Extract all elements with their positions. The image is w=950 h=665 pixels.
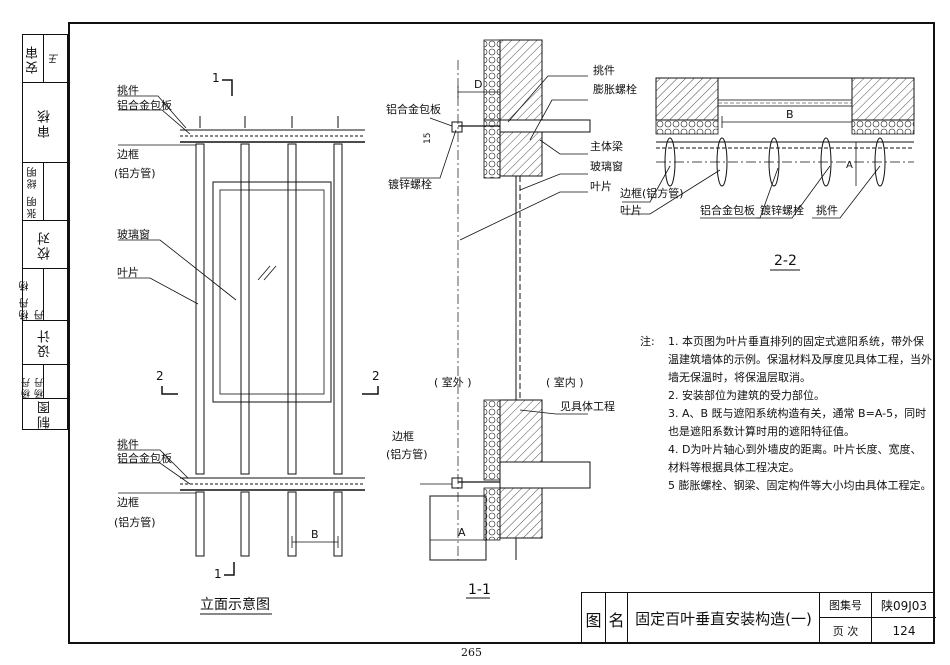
notes-block: 注: 1. 本页图为叶片垂直排列的固定式遮阳系统，带外保温建筑墙体的示例。保温材… (640, 333, 932, 495)
elev-label-tiaojian: 挑件 (117, 83, 139, 97)
s11-dim-15: 15 (423, 133, 433, 144)
s11-label-duxin: 镀锌螺栓 (388, 177, 432, 191)
sig-cell-shenhe: 审核 (23, 83, 67, 163)
s11-label-lvfangguan: (铝方管) (386, 447, 428, 461)
elevation-caption: 立面示意图 (200, 596, 270, 613)
s11-label-pengzhang: 膨胀螺栓 (593, 82, 637, 96)
section-mark-1-bottom: 1 (214, 567, 222, 581)
tb-ming: 名 (606, 593, 628, 644)
s11-label-yepian: 叶片 (590, 180, 612, 193)
elev-label-lvbanban-2: 铝合金包板 (117, 451, 172, 465)
s11-label-boli: 玻璃窗 (590, 159, 623, 173)
s11-label-shiwai: ( 室外 ) (434, 375, 472, 389)
sig-cell-zhang: 张明 総明 (23, 163, 67, 221)
tb-page-no: 124 (892, 624, 916, 638)
section-mark-2-right: 2 (372, 369, 380, 383)
s22-label-duxin: 镀锌螺栓 (760, 203, 804, 217)
elevation-view: 1 1 2 2 (114, 71, 380, 615)
section-2-2-view: B A 边框(铝方管) 叶片 铝合金包板 镀锌螺栓 挑件 2-2 (620, 77, 915, 271)
s22-dim-B: B (786, 108, 794, 121)
s11-label-zhutiliang: 主体梁 (590, 139, 623, 153)
s11-dim-D: D (474, 78, 482, 91)
s11-label-biankuang: 边框 (392, 430, 414, 443)
signature-block: 安审 王 审核 张明 総明 校对 杨丹 杨丹 设计 杨丹 杨丹 制图 (20, 34, 68, 430)
elev-label-lvbanban: 铝合金包板 (117, 98, 172, 112)
sig-cell-jiaodui: 校对 (23, 221, 67, 269)
note-item: 1. 本页图为叶片垂直排列的固定式遮阳系统，带外保温建筑墙体的示例。保温材料及厚… (668, 335, 932, 384)
section-mark-2-left: 2 (156, 369, 164, 383)
sig-cell-anshen: 安审 王 (23, 35, 67, 83)
s11-label-jianjuti: 见具体工程 (560, 399, 615, 413)
elev-dim-B: B (311, 528, 319, 541)
section-1-1-caption: 1-1 (468, 582, 491, 598)
note-item: 3. A、B 既与遮阳系统构造有关，通常 B=A-5，同时也是遮阳系数计算时用的… (668, 407, 927, 438)
s11-label-lvbanban: 铝合金包板 (386, 102, 441, 116)
note-item: 2. 安装部位为建筑的受力部位。 (668, 389, 825, 402)
tb-page-label: 页 次 (820, 618, 872, 644)
notes-list: 1. 本页图为叶片垂直排列的固定式遮阳系统，带外保温建筑墙体的示例。保温材料及厚… (640, 333, 932, 495)
elev-label-lvfangguan-2: (铝方管) (114, 515, 156, 529)
s22-label-lvbanban: 铝合金包板 (700, 203, 755, 217)
s11-label-tiaojian: 挑件 (593, 63, 615, 77)
sig-cell-yang2: 杨丹 杨丹 (22, 365, 67, 399)
tb-atlas-label: 图集号 (820, 593, 872, 618)
s11-label-shinei: ( 室内 ) (546, 375, 584, 389)
notes-head: 注: (640, 335, 655, 348)
title-block: 图 名 固定百叶垂直安装构造(一) 图集号 陕09J03 页 次 124 (581, 592, 936, 644)
section-2-2-caption: 2-2 (774, 253, 797, 269)
elev-label-biankuang-2: 边框 (117, 496, 139, 509)
section-1-1-view: D 15 A 挑件 膨胀螺栓 铝合金包板 主体梁 玻璃窗 (386, 39, 637, 599)
elev-label-biankuang: 边框 (117, 148, 139, 161)
tb-title: 固定百叶垂直安装构造(一) (628, 593, 820, 644)
elev-label-lvfangguan: (铝方管) (114, 166, 156, 180)
s22-dim-A: A (846, 160, 853, 171)
tb-atlas-no: 陕09J03 (872, 593, 936, 618)
tb-tu: 图 (582, 593, 606, 644)
elev-label-boli: 玻璃窗 (117, 227, 150, 241)
s22-label-biankuang: 边框(铝方管) (620, 186, 684, 200)
section-mark-1-top: 1 (212, 71, 220, 85)
note-item: 4. D为叶片轴心到外墙皮的距离。叶片长度、宽度、材料等根据具体工程决定。 (668, 443, 922, 474)
note-item: 5 膨胀螺栓、钢梁、固定构件等大小均由具体工程定。 (668, 479, 932, 492)
s22-label-yepian: 叶片 (620, 204, 642, 217)
elev-label-yepian: 叶片 (117, 266, 139, 279)
s22-label-tiaojian: 挑件 (816, 203, 838, 217)
drawing-frame (68, 22, 935, 644)
sig-cell-yang1: 杨丹 杨丹 (20, 269, 67, 321)
s11-dim-A: A (458, 526, 466, 539)
sig-cell-sheji: 设计 (23, 321, 67, 365)
elev-label-tiaojian-2: 挑件 (117, 437, 139, 451)
page-number: 265 (461, 646, 482, 659)
